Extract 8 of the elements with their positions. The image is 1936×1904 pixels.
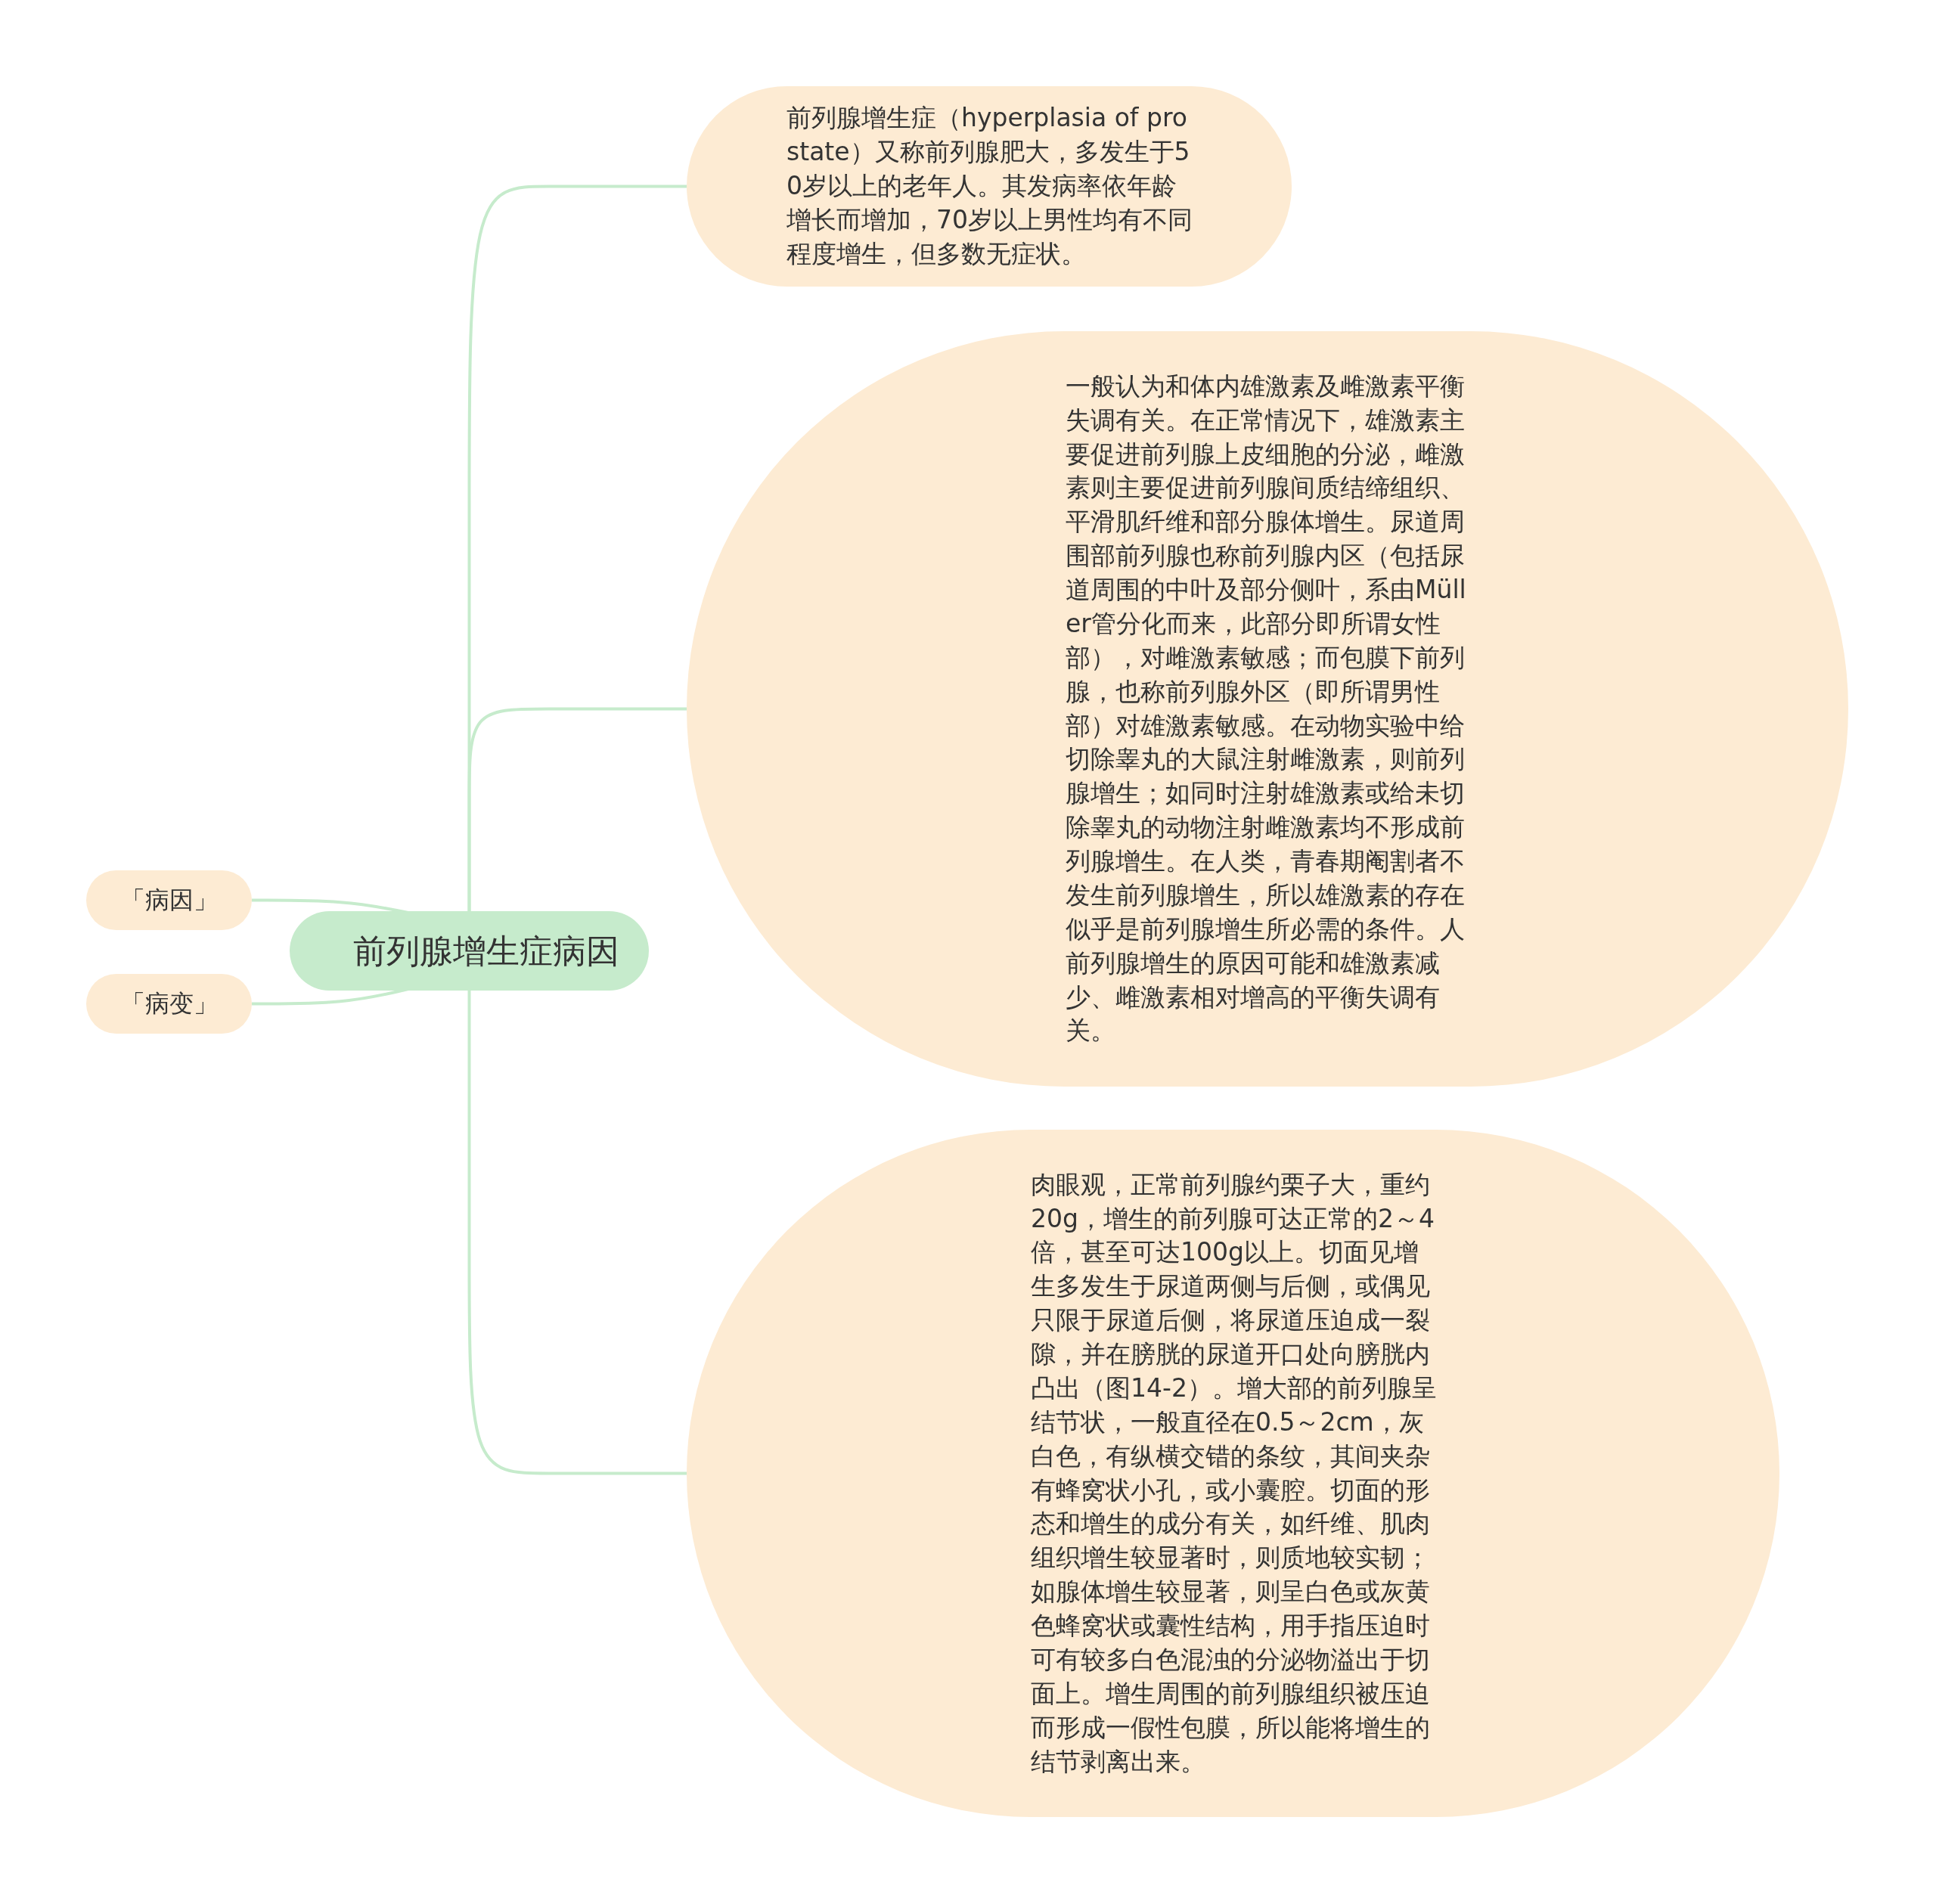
connector-line <box>467 991 687 1475</box>
node-text: 肉眼观，正常前列腺约栗子大，重约20g，增生的前列腺可达正常的2～4倍，甚至可达100g以上。切面见增生多发生于尿道两侧与后侧，或偶见只限于尿道后侧，将尿道压迫成一裂隙，并在膀胱的尿道开口处向膀胱内凸出（图14-2）。增大部的前列腺呈结节状，一般直径在0.5～2cm，灰白色，有纵横交错的条纹，其间夹杂有蜂窝状小孔，或小囊腔。切面的形态和增生的成分有关，如纤维、肌肉组织增生较显著时，则质地较实韧；如腺体增生较显著，则呈白色或灰黄色蜂窝状或囊性结构，用手指压迫时可有较多白色混浊的分泌物溢出于切面上。增生周围的前列腺组织被压迫而形成一假性包膜，所以能将增生的结节剥离出来。 <box>1031 1168 1438 1778</box>
node-text: 一般认为和体内雄激素及雌激素平衡失调有关。在正常情况下，雄激素主要促进前列腺上皮细胞的分泌，雌激素则主要促进前列腺间质结缔组织、平滑肌纤维和部分腺体增生。尿道周围部前列腺也称前列腺内区（包括尿道周围的中叶及部分侧叶，系由Müller管分化而来，此部分即所谓女性部），对雌激素敏感；而包膜下前列腺，也称前列腺外区（即所谓男性部）对雄激素敏感。在动物实验中给切除睾丸的大鼠注射雌激素，则前列腺增生；如同时注射雄激素或给未切除睾丸的动物注射雌激素均不形成前列腺增生。在人类，青春期阉割者不发生前列腺增生，所以雄激素的存在似乎是前列腺增生所必需的条件。人前列腺增生的原因可能和雄激素减少、雌激素相对增高的平衡失调有关。 <box>1066 370 1467 1047</box>
node-text: 前列腺增生症病因 <box>352 930 620 972</box>
connector-line <box>467 707 687 911</box>
node-text: 「病因」 <box>119 884 219 916</box>
node-text: 前列腺增生症（hyperplasia of prostate）又称前列腺肥大，多发生于50岁以上的老年人。其发病率依年龄增长而增加，70岁以上男性均有不同程度增生，但多数无症状。 <box>786 102 1193 270</box>
node-text: 「病变」 <box>119 988 219 1019</box>
